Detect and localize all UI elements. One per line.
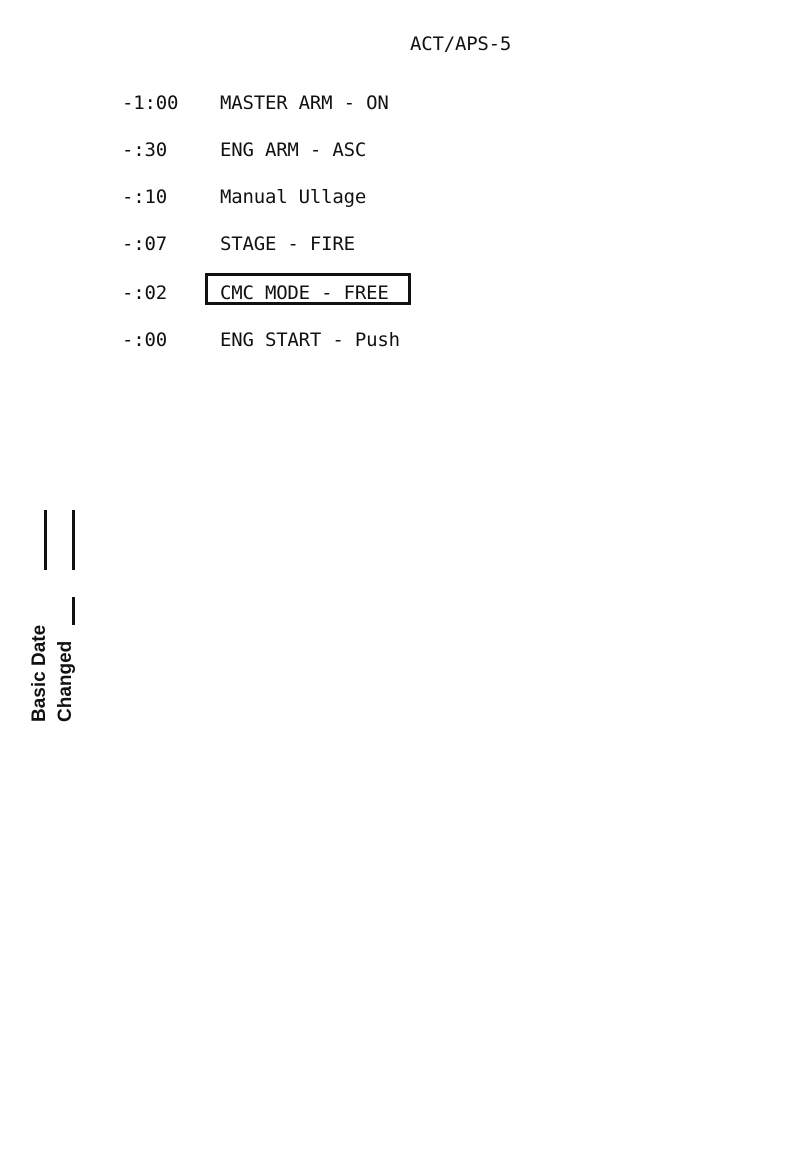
changed-line — [72, 597, 75, 625]
basic-date-label: Basic Date — [29, 624, 50, 722]
step-time: -:10 — [122, 186, 167, 208]
step-action: MASTER ARM - ON — [220, 92, 389, 114]
step-time: -:00 — [122, 329, 167, 351]
step-row: -:07 STAGE - FIRE — [0, 233, 600, 257]
basic-date-line — [44, 510, 47, 570]
step-time: -:02 — [122, 282, 167, 304]
page-id: ACT/APS-5 — [410, 33, 512, 55]
step-row: -:10 Manual Ullage — [0, 186, 600, 210]
changed-line — [72, 510, 75, 570]
step-action: STAGE - FIRE — [220, 233, 355, 255]
step-action: ENG START - Push — [220, 329, 400, 351]
step-time: -:30 — [122, 139, 167, 161]
step-time: -1:00 — [122, 92, 179, 114]
step-action: ENG ARM - ASC — [220, 139, 367, 161]
step-time: -:07 — [122, 233, 167, 255]
step-action: CMC MODE - FREE — [220, 282, 389, 304]
step-row: -:00 ENG START - Push — [0, 329, 600, 353]
changed-label: Changed — [55, 640, 76, 722]
step-row: -:30 ENG ARM - ASC — [0, 139, 600, 163]
step-action: Manual Ullage — [220, 186, 367, 208]
step-row: -1:00 MASTER ARM - ON — [0, 92, 600, 116]
step-row: -:02 CMC MODE - FREE — [0, 273, 600, 306]
highlight-box — [205, 273, 411, 305]
